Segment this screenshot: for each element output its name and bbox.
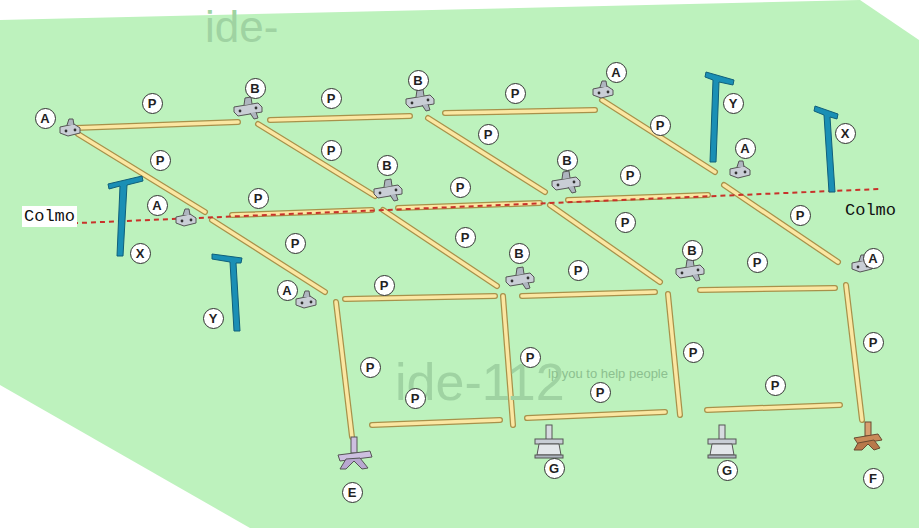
callout-letter: P [456, 181, 465, 194]
callout-letter: P [796, 209, 805, 222]
callout-letter: A [740, 142, 749, 155]
callout-circle: B [377, 155, 398, 176]
callout-letter: P [596, 386, 605, 399]
callout-circle: A [277, 280, 298, 301]
callout-letter: X [136, 247, 145, 260]
callout-letter: P [148, 97, 157, 110]
callout-letter: B [514, 247, 523, 260]
callout-circle: Y [723, 93, 744, 114]
callout-letter: P [254, 192, 263, 205]
callout-circle: P [568, 260, 589, 281]
callout-letter: A [40, 112, 49, 125]
callout-circle: A [606, 62, 627, 83]
callout-circle: P [321, 140, 342, 161]
callout-circle: P [374, 275, 395, 296]
callout-letter: X [841, 127, 850, 140]
callout-letter: A [282, 284, 291, 297]
callout-letter: P [753, 256, 762, 269]
callout-circle: P [150, 150, 171, 171]
callout-circle: X [130, 243, 151, 264]
callout-letter: P [526, 351, 535, 364]
callout-letter: P [411, 392, 420, 405]
callout-letter: P [574, 264, 583, 277]
callout-letter: P [626, 169, 635, 182]
callout-circle: P [650, 115, 671, 136]
callout-circle: A [863, 248, 884, 269]
callout-circle: P [321, 88, 342, 109]
ridge-label: Colmo [22, 206, 77, 227]
callout-circle: P [285, 233, 306, 254]
callout-letter: P [869, 336, 878, 349]
callout-circle: B [682, 240, 703, 261]
callout-letter: B [413, 74, 422, 87]
callout-letter: A [611, 66, 620, 79]
callout-letter: Y [209, 312, 218, 325]
callout-letter: A [152, 199, 161, 212]
callout-circle: P [615, 212, 636, 233]
callout-circle: P [747, 252, 768, 273]
callout-letter: P [511, 87, 520, 100]
callout-circle: B [509, 243, 530, 264]
callout-circle: B [557, 150, 578, 171]
callout-letter: B [250, 82, 259, 95]
callout-circle: P [360, 357, 381, 378]
callout-circle: X [835, 123, 856, 144]
callout-circle: P [405, 388, 426, 409]
callout-circle: A [147, 195, 168, 216]
callout-letter: P [771, 379, 780, 392]
callout-circle: A [735, 138, 756, 159]
callout-letter: P [656, 119, 665, 132]
callout-circle: P [142, 93, 163, 114]
callout-circle: P [455, 227, 476, 248]
callout-circle: P [520, 347, 541, 368]
ridge-label: Colmo [843, 200, 898, 221]
callout-letter: E [348, 486, 357, 499]
callout-letter: B [687, 244, 696, 257]
callout-circle: B [408, 70, 429, 91]
callout-letter: P [380, 279, 389, 292]
callout-circle: P [765, 375, 786, 396]
callout-circle: P [248, 188, 269, 209]
callout-letter: B [562, 154, 571, 167]
callout-circle: F [863, 468, 884, 489]
callout-circle: P [620, 165, 641, 186]
callout-letter: G [549, 462, 559, 475]
callout-circle: P [683, 342, 704, 363]
callout-letter: P [689, 346, 698, 359]
watermark: ide- [205, 2, 278, 52]
callout-letter: P [156, 154, 165, 167]
callout-circle: G [544, 458, 565, 479]
callout-circle: Y [203, 308, 224, 329]
callout-letter: F [869, 472, 877, 485]
callout-letter: P [327, 144, 336, 157]
callout-circle: P [505, 83, 526, 104]
watermark: lp you to help people [548, 366, 668, 381]
callout-letter: P [484, 128, 493, 141]
callout-circle: B [245, 78, 266, 99]
callout-letter: A [868, 252, 877, 265]
callout-circle: P [790, 205, 811, 226]
callout-letter: G [722, 464, 732, 477]
callout-letter: P [291, 237, 300, 250]
callout-letter: P [327, 92, 336, 105]
callout-letter: P [621, 216, 630, 229]
callout-circle: P [450, 177, 471, 198]
callout-circle: P [863, 332, 884, 353]
callout-circle: A [35, 108, 56, 129]
callout-letter: B [382, 159, 391, 172]
callout-letter: P [461, 231, 470, 244]
callout-circle: P [478, 124, 499, 145]
callout-circle: G [717, 460, 738, 481]
callout-circle: E [342, 482, 363, 503]
callout-letter: P [366, 361, 375, 374]
callout-letter: Y [729, 97, 738, 110]
callout-circle: P [590, 382, 611, 403]
